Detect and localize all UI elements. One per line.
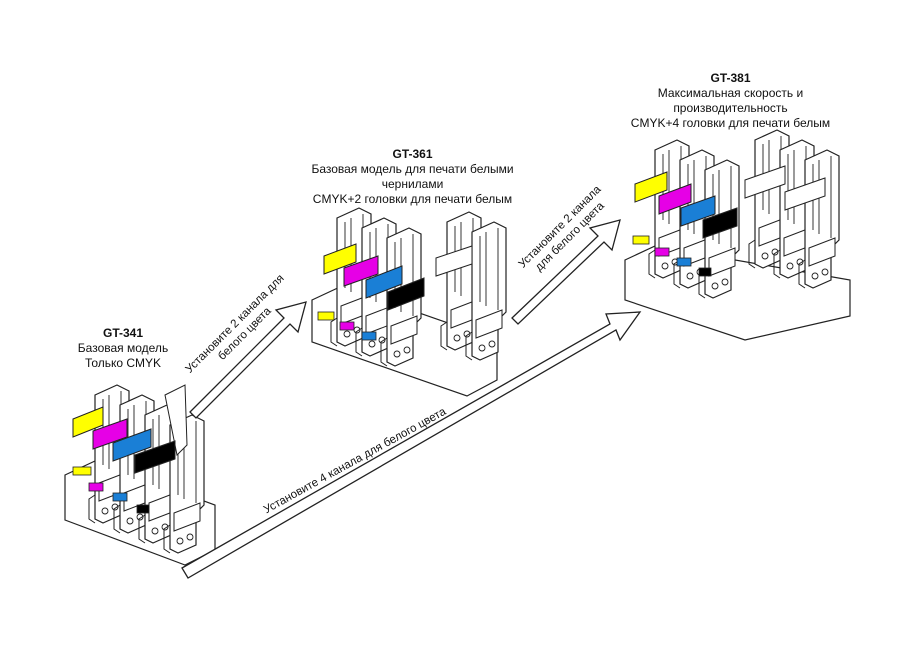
gt381-line-3: CMYK+4 головки для печати белым [630,116,831,130]
gt341-head-assembly [64,384,216,566]
gt381-title: GT-381 [710,71,751,85]
gt361-line-1: Базовая модель для печати белыми [311,162,514,176]
arrow-341-to-361 [189,301,307,419]
gt341-title: GT-341 [102,326,144,340]
gt341-line-2: Только CMYK [84,356,162,370]
gt361-head-assembly [311,207,507,397]
gt341-line-1: Базовая модель [77,341,169,355]
gt381-label: GT-381 Максимальная скорость и производи… [618,71,843,131]
gt361-title: GT-361 [392,147,433,161]
gt361-line-3: CMYK+2 головки для печати белым [312,192,513,206]
gt381-line-1: Максимальная скорость и [657,86,804,100]
arrow-361-to-381 [511,219,621,325]
gt361-label: GT-361 Базовая модель для печати белыми … [300,147,525,207]
gt381-line-2: производительность [673,101,788,115]
arrow-341-to-381 [181,311,642,579]
gt381-head-assembly [624,129,851,341]
gt341-label: GT-341 Базовая модель Только CMYK [48,326,198,371]
gt361-line-2: чернилами [381,177,444,191]
